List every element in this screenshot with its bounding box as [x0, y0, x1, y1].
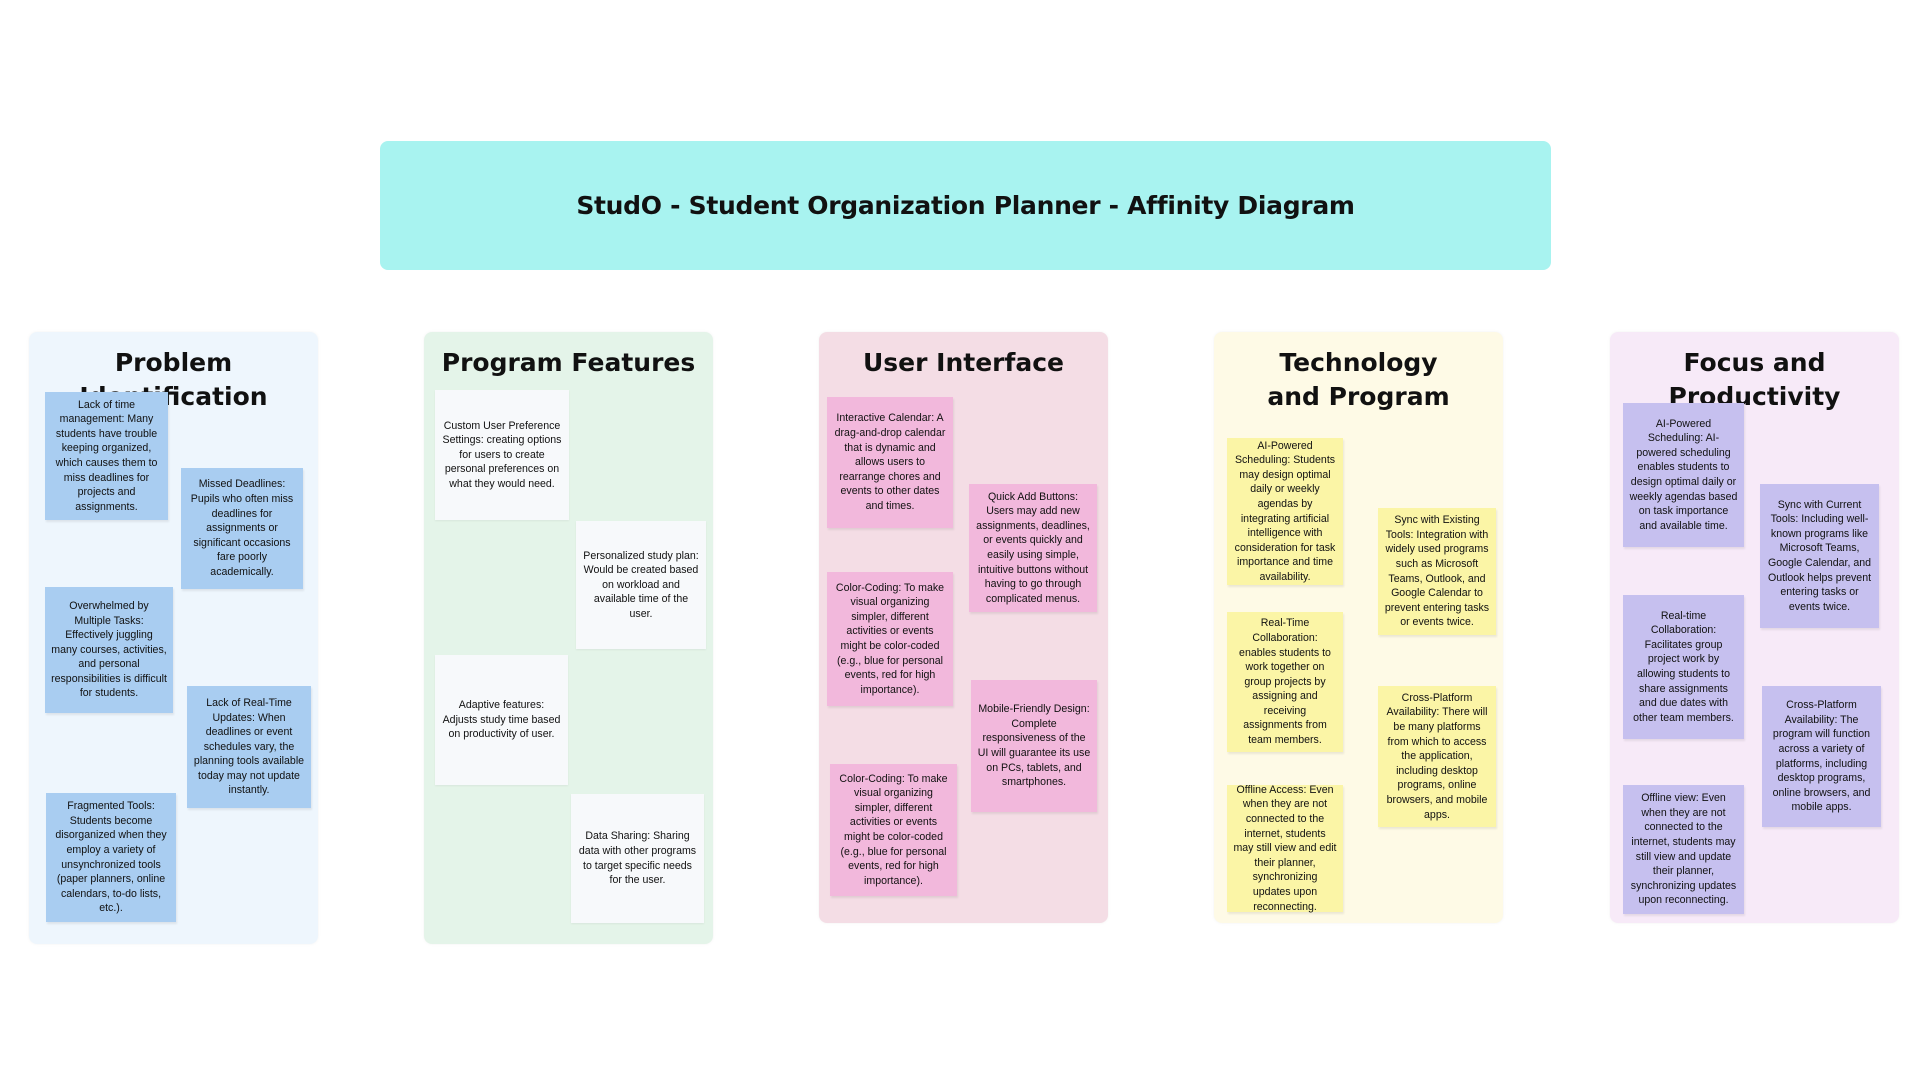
sticky-note[interactable]: Quick Add Buttons: Users may add new ass…	[969, 484, 1097, 612]
sticky-note[interactable]: Cross-Platform Availability: The program…	[1762, 686, 1881, 827]
sticky-note[interactable]: Real-Time Collaboration: enables student…	[1227, 612, 1343, 752]
sticky-note[interactable]: Lack of Real-Time Updates: When deadline…	[187, 686, 311, 808]
sticky-note[interactable]: Color-Coding: To make visual organizing …	[830, 764, 957, 896]
group-problem-identification: Problem Identification Lack of time mana…	[29, 332, 318, 944]
group-user-interface: User Interface Interactive Calendar: A d…	[819, 332, 1108, 923]
sticky-note[interactable]: Fragmented Tools: Students become disorg…	[46, 793, 176, 922]
sticky-note[interactable]: Color-Coding: To make visual organizing …	[827, 572, 953, 706]
sticky-note[interactable]: Missed Deadlines: Pupils who often miss …	[181, 468, 303, 589]
sticky-note[interactable]: AI-Powered Scheduling: AI-powered schedu…	[1623, 403, 1744, 547]
sticky-note[interactable]: Personalized study plan: Would be create…	[576, 521, 706, 649]
sticky-note[interactable]: Mobile-Friendly Design: Complete respons…	[971, 680, 1097, 812]
group-title: Program Features	[441, 348, 696, 377]
sticky-note[interactable]: Data Sharing: Sharing data with other pr…	[571, 794, 704, 923]
group-program-features: Program Features Custom User Preference …	[424, 332, 713, 944]
group-title: User Interface	[862, 348, 1065, 377]
sticky-note[interactable]: Cross-Platform Availability: There will …	[1378, 686, 1496, 827]
sticky-note[interactable]: Sync with Existing Tools: Integration wi…	[1378, 508, 1496, 635]
group-technology-and-program: Technology and Program AI-Powered Schedu…	[1214, 332, 1503, 923]
diagram-title: StudO - Student Organization Planner - A…	[576, 191, 1355, 220]
title-banner: StudO - Student Organization Planner - A…	[380, 141, 1551, 270]
sticky-note[interactable]: Offline view: Even when they are not con…	[1623, 785, 1744, 914]
sticky-note[interactable]: AI-Powered Scheduling: Students may desi…	[1227, 438, 1343, 585]
group-title: Technology and Program	[1267, 348, 1450, 411]
sticky-note[interactable]: Real-time Collaboration: Facilitates gro…	[1623, 595, 1744, 739]
sticky-note[interactable]: Overwhelmed by Multiple Tasks: Effective…	[45, 587, 173, 713]
sticky-note[interactable]: Adaptive features: Adjusts study time ba…	[435, 655, 568, 785]
sticky-note[interactable]: Custom User Preference Settings: creatin…	[435, 390, 569, 520]
group-focus-and-productivity: Focus and Productivity AI-Powered Schedu…	[1610, 332, 1899, 923]
sticky-note[interactable]: Sync with Current Tools: Including well-…	[1760, 484, 1879, 628]
sticky-note[interactable]: Offline Access: Even when they are not c…	[1227, 784, 1343, 913]
sticky-note[interactable]: Lack of time management: Many students h…	[45, 392, 168, 520]
sticky-note[interactable]: Interactive Calendar: A drag-and-drop ca…	[827, 397, 953, 528]
